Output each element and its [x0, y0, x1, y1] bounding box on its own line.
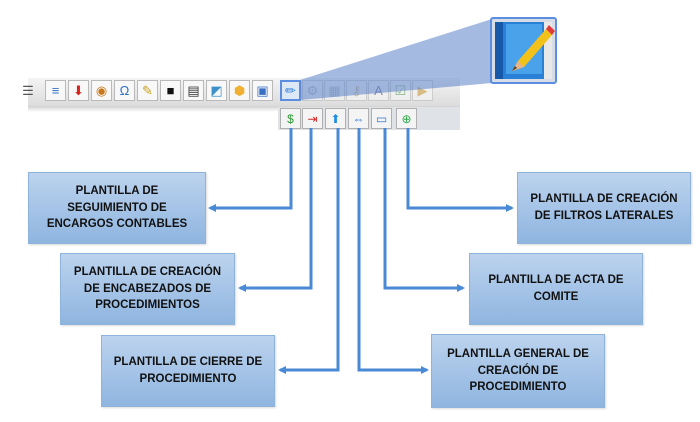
- connector-encabezados: [238, 128, 313, 292]
- black-block-icon[interactable]: ■: [160, 80, 181, 101]
- template-box-general: PLANTILLA GENERAL DE CREACIÓN DE PROCEDI…: [431, 334, 605, 408]
- connector-cierre: [278, 128, 340, 374]
- edit-template-icon: [495, 22, 555, 79]
- scroll-icon[interactable]: ▭: [371, 108, 392, 129]
- toolbar-shadow: [28, 106, 460, 112]
- template-label: PLANTILLA DE ACTA DE COMITE: [488, 274, 624, 303]
- connector-filtros: [406, 128, 514, 212]
- template-label: PLANTILLA DE CREACIÓN DE ENCABEZADOS DE …: [73, 265, 222, 312]
- connector-seguimiento: [208, 128, 293, 212]
- template-box-seguimiento: PLANTILLA DE SEGUIMIENTO DE ENCARGOS CON…: [28, 172, 206, 244]
- template-label: PLANTILLA DE CREACIÓN DE FILTROS LATERAL…: [530, 193, 678, 222]
- shapes-icon[interactable]: ◩: [206, 80, 227, 101]
- align-left-icon[interactable]: ≡: [45, 80, 66, 101]
- download-icon[interactable]: ⬇: [68, 80, 89, 101]
- template-label: PLANTILLA DE SEGUIMIENTO DE ENCARGOS CON…: [46, 184, 188, 231]
- connector-acta: [383, 128, 465, 292]
- document-list-icon[interactable]: ▤: [183, 80, 204, 101]
- template-label: PLANTILLA GENERAL DE CREACIÓN DE PROCEDI…: [447, 347, 589, 394]
- template-box-cierre: PLANTILLA DE CIERRE DE PROCEDIMIENTO: [101, 335, 275, 407]
- add-circle-icon[interactable]: ⊕: [396, 108, 417, 129]
- color-wheel-icon[interactable]: ◉: [91, 80, 112, 101]
- template-box-acta: PLANTILLA DE ACTA DE COMITE: [469, 253, 643, 325]
- edit-text-icon[interactable]: ✎: [137, 80, 158, 101]
- package-icon[interactable]: ⬢: [229, 80, 250, 101]
- template-box-encabezados: PLANTILLA DE CREACIÓN DE ENCABEZADOS DE …: [60, 253, 235, 325]
- add-square-icon[interactable]: ▣: [252, 80, 273, 101]
- zoom-callout-wedge: [300, 19, 492, 100]
- document-arrow-icon[interactable]: ⇔: [348, 108, 369, 129]
- omega-icon[interactable]: Ω: [114, 80, 135, 101]
- list-icon[interactable]: ☰: [22, 83, 34, 98]
- upload-icon[interactable]: ⬆: [325, 108, 346, 129]
- template-box-filtros: PLANTILLA DE CREACIÓN DE FILTROS LATERAL…: [517, 172, 691, 244]
- zoomed-edit-template-icon: [490, 17, 557, 84]
- template-label: PLANTILLA DE CIERRE DE PROCEDIMIENTO: [113, 356, 263, 385]
- connector-general: [357, 128, 429, 374]
